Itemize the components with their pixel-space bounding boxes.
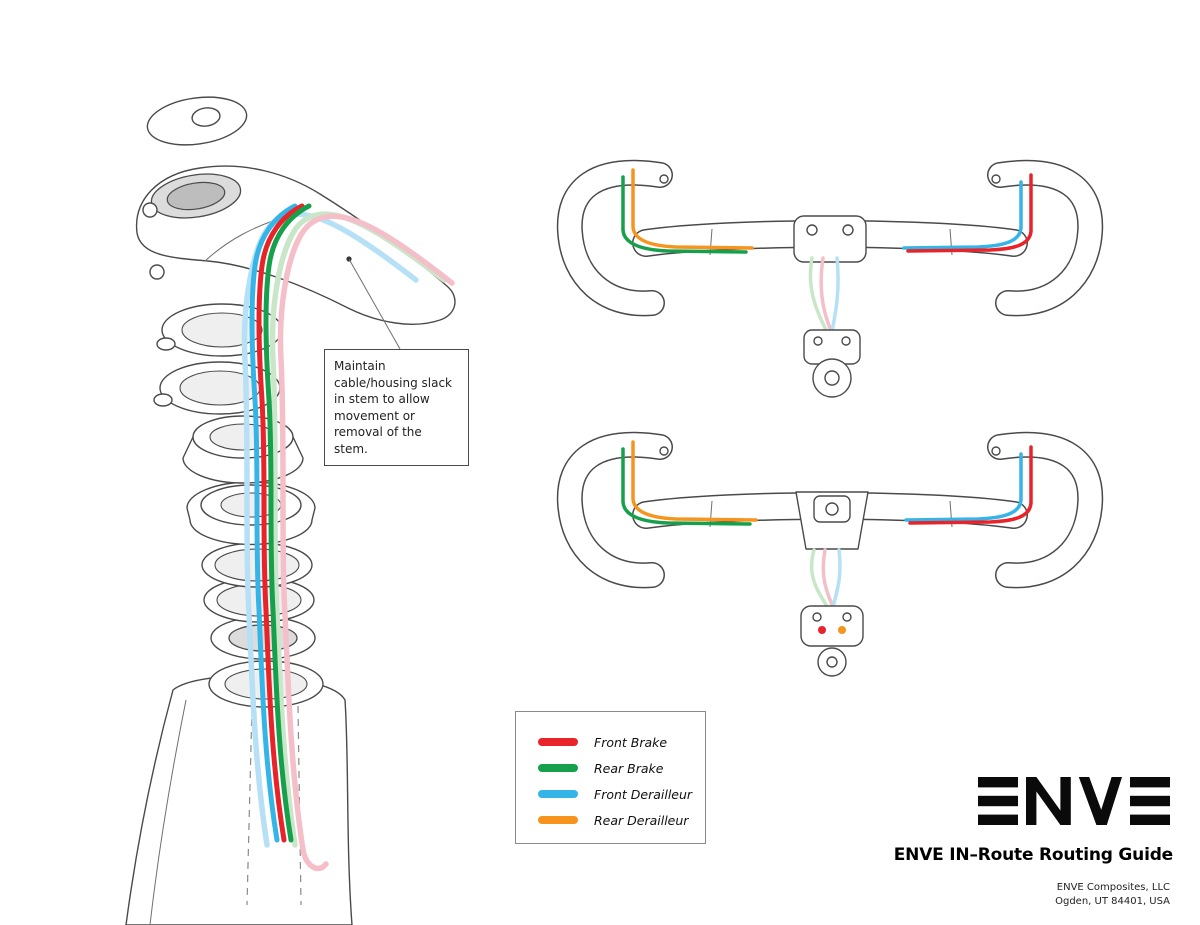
front-derailleur-cable — [249, 203, 298, 843]
head-tube-bore — [224, 668, 308, 700]
stem-bolt-a — [813, 336, 823, 346]
stem-slack-callout: Maintain cable/housing slack in stem to … — [324, 349, 469, 467]
faded-housing-blue — [829, 256, 840, 340]
front-derailleur-wire-right-2 — [904, 452, 1023, 522]
clamp-bolt-right — [842, 224, 854, 236]
stem-clamp — [793, 215, 867, 263]
handlebar-top-view-two-piece — [556, 159, 1104, 398]
faded-housing-blue-2 — [830, 548, 842, 614]
company-address: ENVE Composites, LLC Ogden, UT 84401, US… — [1055, 881, 1170, 909]
legend-item-rear-derailleur: Rear Derailleur — [538, 807, 705, 833]
left-bar-end-port — [659, 174, 669, 184]
rear-derailleur-swatch — [538, 816, 578, 824]
faded-housing-green — [808, 256, 830, 336]
handlebar-view-integrated — [556, 431, 1104, 677]
clamp-bolt-left — [806, 224, 818, 236]
legend-item-front-brake: Front Brake — [538, 729, 705, 755]
top-cap-bolt — [824, 370, 840, 386]
head-tube-contour — [149, 699, 187, 925]
rear-derailleur-wire-left — [631, 168, 754, 250]
top-cap-hole — [191, 107, 221, 127]
right-drop-fill — [988, 161, 1102, 315]
stem2-bolt-b — [842, 612, 852, 622]
stem-front-view-2 — [800, 605, 864, 647]
cable-color-legend: Front Brake Rear Brake Front Derailleur … — [515, 711, 706, 844]
left-bar-end-port-2 — [659, 446, 669, 456]
rear-brake-swatch — [538, 764, 578, 772]
top-cap-bolt-2 — [826, 656, 838, 668]
steerer-cap-top-view — [813, 495, 851, 523]
right-bar-end-port-2 — [991, 446, 1001, 456]
stem-bolt-lower — [149, 264, 165, 280]
front-brake-wire-right — [906, 173, 1033, 253]
legend-item-rear-brake: Rear Brake — [538, 755, 705, 781]
enve-logo-letters — [978, 777, 1170, 825]
right-drop-2-fill — [988, 433, 1102, 587]
rear-brake-wire-left-2 — [621, 447, 752, 526]
stem-bolt-b — [841, 336, 851, 346]
left-drop-2-fill — [558, 433, 672, 587]
front-brake-port-dot — [818, 626, 826, 634]
stem2-bolt-a — [812, 612, 822, 622]
legend-item-front-derailleur: Front Derailleur — [538, 781, 705, 807]
callout-text: Maintain cable/housing slack in stem to … — [334, 359, 452, 456]
front-brake-cable — [256, 203, 305, 843]
ring-tab-lower — [153, 393, 173, 407]
rear-brake-wire-left — [621, 175, 748, 254]
legend-label-rear-brake: Rear Brake — [594, 760, 664, 776]
front-brake-housing-faded — [277, 213, 455, 872]
enve-logo: ENVE — [978, 777, 1170, 825]
ring-tab-upper — [156, 337, 176, 351]
company-name: ENVE Composites, LLC — [1056, 882, 1170, 893]
stem-exploded-view — [125, 96, 456, 925]
right-bar-end-port — [991, 174, 1001, 184]
front-derailleur-wire-right — [902, 180, 1023, 250]
guide-title: ENVE IN–Route Routing Guide — [893, 845, 1173, 865]
stem-bolt-upper — [142, 202, 158, 218]
top-cap-front-view-2 — [817, 647, 847, 677]
front-brake-swatch — [538, 738, 578, 746]
rear-derailleur-port-dot — [838, 626, 846, 634]
steerer-cap-bolt — [825, 502, 839, 516]
legend-label-front-brake: Front Brake — [594, 734, 668, 750]
rear-brake-cable — [263, 203, 312, 843]
rear-derailleur-wire-left-2 — [631, 440, 758, 522]
front-derailleur-housing-faded — [241, 211, 419, 848]
head-tube-body — [125, 675, 353, 925]
legend-label-rear-derailleur: Rear Derailleur — [594, 812, 689, 828]
front-brake-wire-right-2 — [908, 445, 1033, 525]
cone-spacer-bore — [209, 423, 277, 451]
left-drop-fill — [558, 161, 672, 315]
faded-housing-green-2 — [809, 548, 830, 610]
company-location: Ogden, UT 84401, USA — [1055, 896, 1170, 907]
legend-label-front-derailleur: Front Derailleur — [594, 786, 693, 802]
leader-line — [348, 258, 401, 350]
stem-steerer-bore — [166, 181, 226, 211]
front-derailleur-swatch — [538, 790, 578, 798]
top-cap-front-view — [812, 358, 852, 398]
